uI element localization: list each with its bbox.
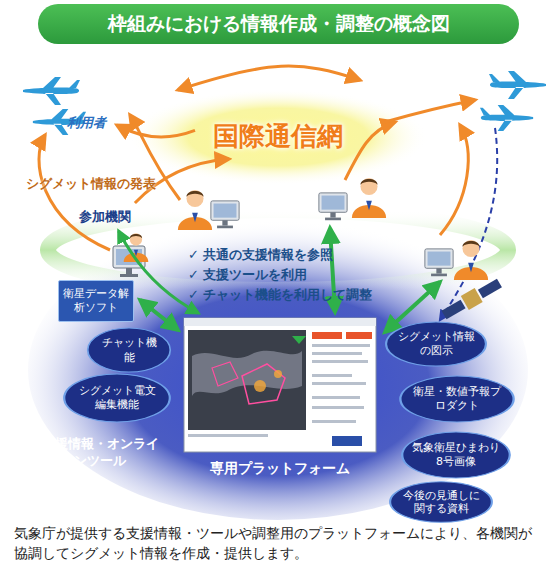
- note-label: ✓ 共通の支援情報を参照: [188, 246, 333, 264]
- node-text: 今後の見通しに関する資料: [400, 489, 482, 514]
- node-text: 気象衛星ひまわり8号画像: [412, 441, 500, 469]
- label-text: 支援情報・オンラインツール: [40, 436, 160, 470]
- label-text: ✓ 支援ツールを利用: [188, 266, 307, 284]
- platform-screenshot: [182, 316, 378, 478]
- function-bubble: 今後の見通しに関する資料: [388, 480, 494, 524]
- node-text: 専用プラットフォーム: [210, 460, 350, 478]
- label-text: シグメット情報の発表: [26, 176, 156, 193]
- node-text: 衛星・数値予報プロダクト: [410, 385, 504, 413]
- note-label: ✓ チャット機能を利用して調整: [188, 286, 372, 304]
- software-box: 衛星データ解析ソフト: [58, 280, 134, 322]
- label-node: 利用者: [58, 112, 114, 134]
- connector-arrow: [117, 125, 195, 137]
- node-text: 参加機関: [79, 208, 131, 226]
- platform-screen: 専用プラットフォーム: [182, 316, 378, 478]
- node-text: 利用者: [67, 114, 106, 132]
- title-text: 枠組みにおける情報作成・調整の概念図: [108, 11, 450, 37]
- node-text: シグメット電文編集機能: [74, 384, 160, 412]
- title-banner: 枠組みにおける情報作成・調整の概念図: [38, 4, 519, 44]
- label-text: ✓ 共通の支援情報を参照: [188, 246, 333, 264]
- node-text: チャット機能: [98, 335, 160, 365]
- note-label: ✓ 支援ツールを利用: [188, 266, 307, 284]
- function-bubble: 気象衛星ひまわり8号画像: [400, 430, 512, 480]
- bubble-shape: [86, 326, 172, 374]
- node-text: 国際通信網: [213, 119, 343, 154]
- function-bubble: 衛星・数値予報プロダクト: [398, 374, 516, 424]
- label-node: 国際通信網: [198, 116, 358, 156]
- label-text: ✓ チャット機能を利用して調整: [188, 286, 372, 304]
- caption: 気象庁が提供する支援情報・ツールや調整用のプラットフォームにより、各機関が協調し…: [14, 524, 544, 563]
- function-bubble: チャット機能: [86, 326, 172, 374]
- node-text: シグメット情報の図示: [396, 330, 476, 358]
- function-bubble: シグメット情報の図示: [384, 320, 488, 368]
- function-bubble: シグメット電文編集機能: [62, 372, 172, 424]
- caption-text: 気象庁が提供する支援情報・ツールや調整用のプラットフォームにより、各機関が協調し…: [14, 524, 544, 563]
- node-text: 衛星データ解析ソフト: [63, 287, 129, 315]
- label-node: 参加機関: [70, 206, 140, 228]
- note-label: 支援情報・オンラインツール: [40, 436, 160, 470]
- note-label: シグメット情報の発表: [26, 176, 156, 193]
